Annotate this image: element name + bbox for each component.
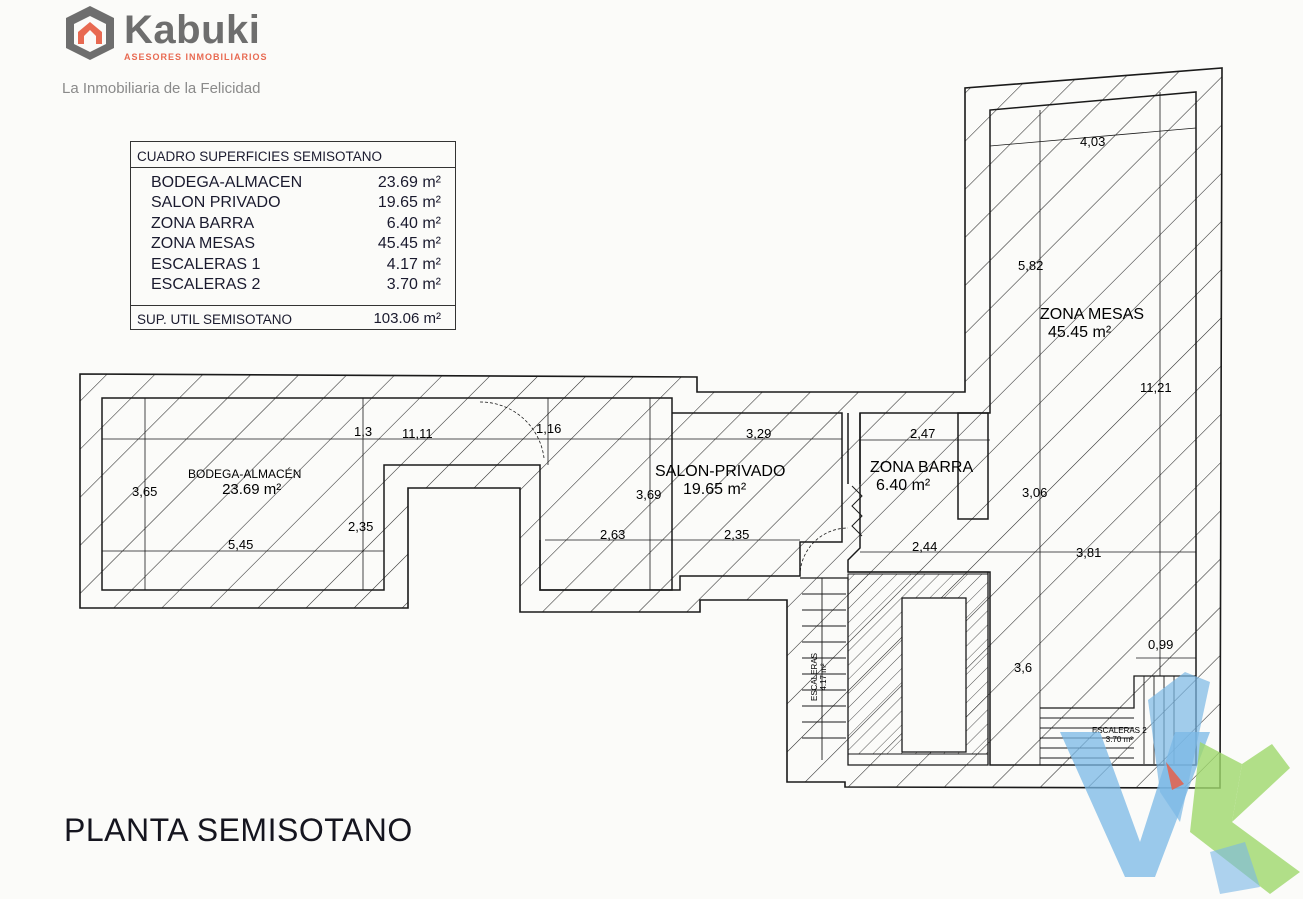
brand-tagline: La Inmobiliaria de la Felicidad	[62, 80, 261, 97]
dim-label: 3,6	[1014, 660, 1033, 675]
plan-title: PLANTA SEMISOTANO	[64, 812, 413, 848]
divider	[131, 305, 455, 306]
dim-label: 4,03	[1080, 134, 1106, 149]
room-name: BODEGA-ALMACÉN	[188, 467, 302, 481]
brand-subtitle: ASESORES INMOBILIARIOS	[124, 52, 268, 62]
area-name: ZONA MESAS	[151, 235, 256, 252]
area-value: 45.45 m²	[377, 235, 441, 252]
area-row: ESCALERAS 2 3.70 m²	[151, 276, 441, 296]
room-label-salon: SALON-PRIVADO 19.65 m²	[655, 463, 785, 499]
room-area: 4.17 m²	[819, 663, 828, 691]
area-row: ESCALERAS 1 4.17 m²	[151, 256, 441, 276]
dim-label: 2,63	[600, 527, 626, 542]
dim-label: 3,06	[1022, 485, 1048, 500]
dim-label: 3,29	[746, 426, 772, 441]
area-name: ESCALERAS 1	[151, 256, 261, 273]
dim-label: 5,82	[1018, 258, 1044, 273]
room-area: 45.45 m²	[1048, 324, 1112, 341]
dim-label: 2,35	[348, 519, 374, 534]
room-bodega	[101, 397, 673, 591]
room-name: ESCALERAS 2	[1092, 726, 1147, 735]
area-name: BODEGA-ALMACEN	[151, 174, 303, 191]
room-name: ZONA MESAS	[1040, 306, 1145, 323]
area-row: BODEGA-ALMACEN 23.69 m²	[151, 174, 441, 194]
door-swing-stairs	[799, 527, 849, 577]
areas-table-title: CUADRO SUPERFICIES SEMISOTANO	[137, 149, 383, 164]
room-label-escaleras1: ESCALERAS 4.17 m²	[810, 642, 828, 712]
kabuki-logo-icon	[66, 6, 114, 60]
dim-label: 3,65	[132, 484, 158, 499]
dim-label: 1,3	[354, 424, 373, 439]
total-value: 103.06 m²	[373, 310, 441, 327]
total-label: SUP. UTIL SEMISOTANO	[137, 312, 293, 327]
area-value: 4.17 m²	[386, 256, 441, 273]
dim-label: 11,21	[1140, 380, 1172, 395]
area-name: ZONA BARRA	[151, 215, 255, 232]
dim-label: 5,45	[228, 537, 254, 552]
room-label-escaleras2: ESCALERAS 2 3.70 m²	[1092, 726, 1147, 744]
divider	[131, 167, 455, 168]
areas-total-row: SUP. UTIL SEMISOTANO 103.06 m²	[137, 310, 441, 327]
barra-counter	[957, 412, 989, 520]
dim-label: 1,16	[536, 421, 562, 436]
room-name: SALON-PRIVADO	[655, 463, 786, 480]
dim-label: 2,47	[910, 426, 936, 441]
room-barra	[847, 91, 1197, 766]
room-label-bodega: BODEGA-ALMACÉN 23.69 m²	[188, 467, 301, 498]
area-row: ZONA MESAS 45.45 m²	[151, 235, 441, 255]
brand-name: Kabuki	[124, 8, 261, 52]
areas-table: CUADRO SUPERFICIES SEMISOTANO BODEGA-ALM…	[130, 141, 456, 330]
room-area: 6.40 m²	[876, 477, 931, 494]
dim-label: 2,44	[912, 539, 938, 554]
room-label-mesas: ZONA MESAS 45.45 m²	[1040, 306, 1144, 342]
area-value: 19.65 m²	[377, 194, 441, 211]
room-area: 19.65 m²	[683, 481, 747, 498]
stairs-1-steps	[802, 578, 846, 760]
dim-label: 11,11	[402, 426, 433, 441]
accordion-door	[851, 485, 863, 537]
room-name: ESCALERAS	[810, 652, 819, 702]
area-name: SALON PRIVADO	[151, 194, 281, 211]
dim-label: 3,69	[636, 487, 662, 502]
room-name: ZONA BARRA	[870, 459, 974, 476]
door-swing-bodega	[479, 401, 545, 459]
area-value: 23.69 m²	[377, 174, 441, 191]
area-row: SALON PRIVADO 19.65 m²	[151, 194, 441, 214]
dim-label: 2,35	[724, 527, 750, 542]
area-value: 3.70 m²	[386, 276, 441, 293]
stairs-1	[800, 571, 989, 766]
room-label-barra: ZONA BARRA 6.40 m²	[870, 459, 973, 495]
stairs-2	[1040, 675, 1196, 709]
dim-label: 3,81	[1076, 545, 1102, 560]
area-value: 6.40 m²	[386, 215, 441, 232]
room-area: 23.69 m²	[222, 481, 282, 498]
area-row: ZONA BARRA 6.40 m²	[151, 215, 441, 235]
area-name: ESCALERAS 2	[151, 276, 261, 293]
wk-watermark-icon	[1060, 672, 1300, 894]
room-area: 3.70 m²	[1105, 735, 1133, 744]
dim-label: 0,99	[1148, 637, 1174, 652]
